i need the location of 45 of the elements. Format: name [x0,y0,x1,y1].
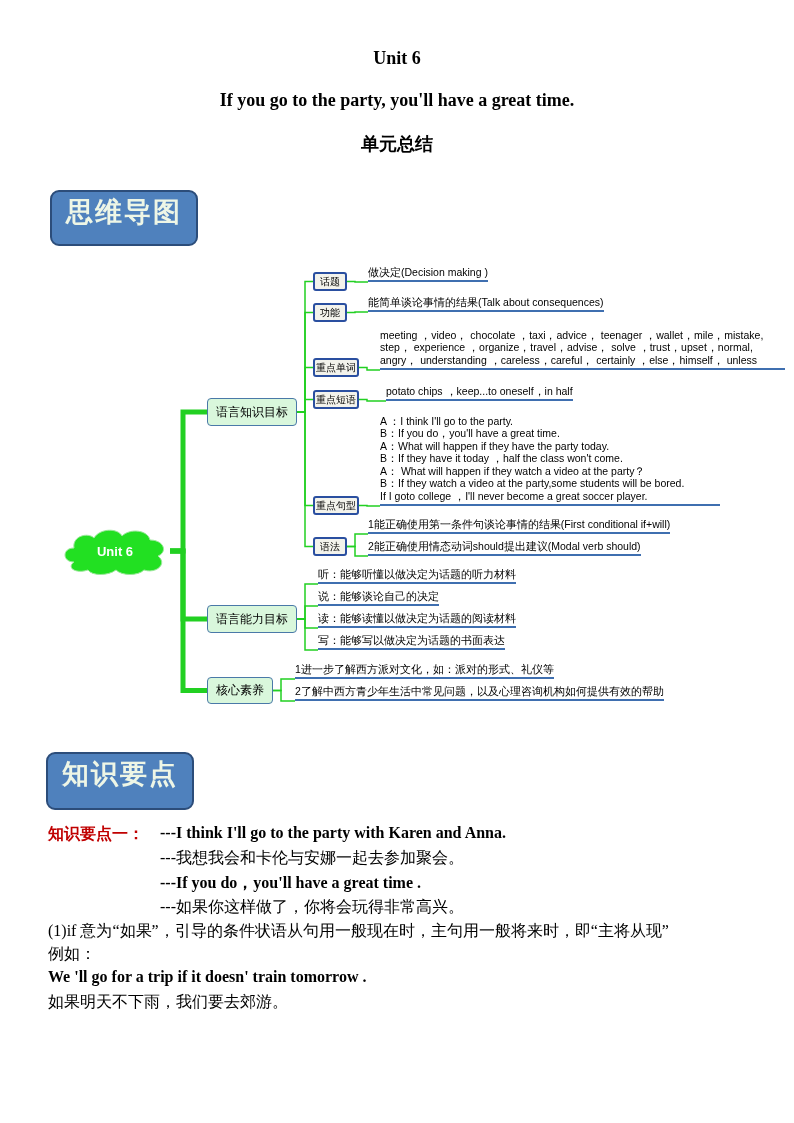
underlined-text: meeting ，video， chocolate ，taxi，advice， teenager ，wallet，mile，mistake, step， experience ，organize，travel，advise， solve ，trust，upset，normal, angry， understanding ，careless，careful， certainly ，else，himself， unless [380,318,785,370]
topic-box: 重点短语 [313,390,359,409]
heading-badge: 思维导图 [50,190,198,246]
page-title: Unit 6 [372,48,422,69]
connector-line [358,398,387,402]
underlined-text: 读：能够读懂以做决定为话题的阅读材料 [318,612,516,628]
example-sentence: ---If you do，you'll have a great time . [160,873,421,894]
underlined-text: 2能正确使用情态动词should提出建议(Modal verb should) [368,540,641,556]
underlined-text: 1进一步了解西方派对文化，如：派对的形式、礼仪等 [295,663,554,679]
branch-box: 语言知识目标 [207,398,297,426]
underlined-text: 2了解中西方青少年生活中常见问题，以及心理咨询机构如何提供有效的帮助 [295,685,664,701]
topic-box: 功能 [313,303,347,322]
underlined-text: 说：能够谈论自己的决定 [318,590,439,606]
branch-box: 语言能力目标 [207,605,297,633]
connector-line [346,545,369,557]
underlined-text: A ：I think I'll go to the party. B：If you do，you'll have a great time. A：What will happen if they have the party today. B：If they have it today ，half the class won't come. A： What will happen if they watch a video at the party？ B：If they watch a video at the party,some students will be bored. If I goto college ，I'll never become a great soccer player. [380,410,720,506]
underlined-text: 1能正确使用第一条件句谈论事情的结果(First conditional if+will) [368,518,671,534]
heading-badge: 知识要点 [46,752,194,810]
topic-box: 重点句型 [313,496,359,515]
example-sentence: We 'll go for a trip if it doesn' train tomorrow . [48,968,367,986]
explanation-text: 例如： [48,944,96,964]
connector-line [346,280,369,283]
translation: ---如果你这样做了，你将会玩得非常高兴。 [160,897,464,917]
topic-box: 语法 [313,537,347,556]
section-heading: 单元总结 [360,133,434,156]
point-heading: 知识要点一： [48,824,144,844]
explanation-text: (1)if 意为“如果”，引导的条件状语从句用一般现在时，主句用一般将来时，即“主将从现” [48,921,669,942]
underlined-text: 做决定(Decision making ) [368,266,488,282]
translation: ---我想我会和卡伦与安娜一起去参加聚会。 [160,848,464,868]
connector-line [170,548,207,693]
underlined-text: 听：能够听懂以做决定为话题的听力材料 [318,568,516,584]
subtitle: If you go to the party, you'll have a great time. [218,90,576,111]
translation: 如果明天不下雨，我们要去郊游。 [48,992,288,1012]
branch-box: 核心素养 [207,677,273,704]
topic-box: 话题 [313,272,347,291]
connector-line [272,689,296,702]
connector-line [358,366,381,371]
underlined-text: 写：能够写以做决定为话题的书面表达 [318,634,505,650]
topic-box: 重点单词 [313,358,359,377]
connector-line [296,618,319,651]
connector-line [358,504,381,507]
underlined-text: potato chips ，keep...to oneself，in half [386,385,573,401]
example-sentence: ---I think I'll go to the party with Karen and Anna. [160,824,506,842]
connector-line [346,311,369,314]
underlined-text: 能简单谈论事情的结果(Talk about consequences) [368,296,604,312]
